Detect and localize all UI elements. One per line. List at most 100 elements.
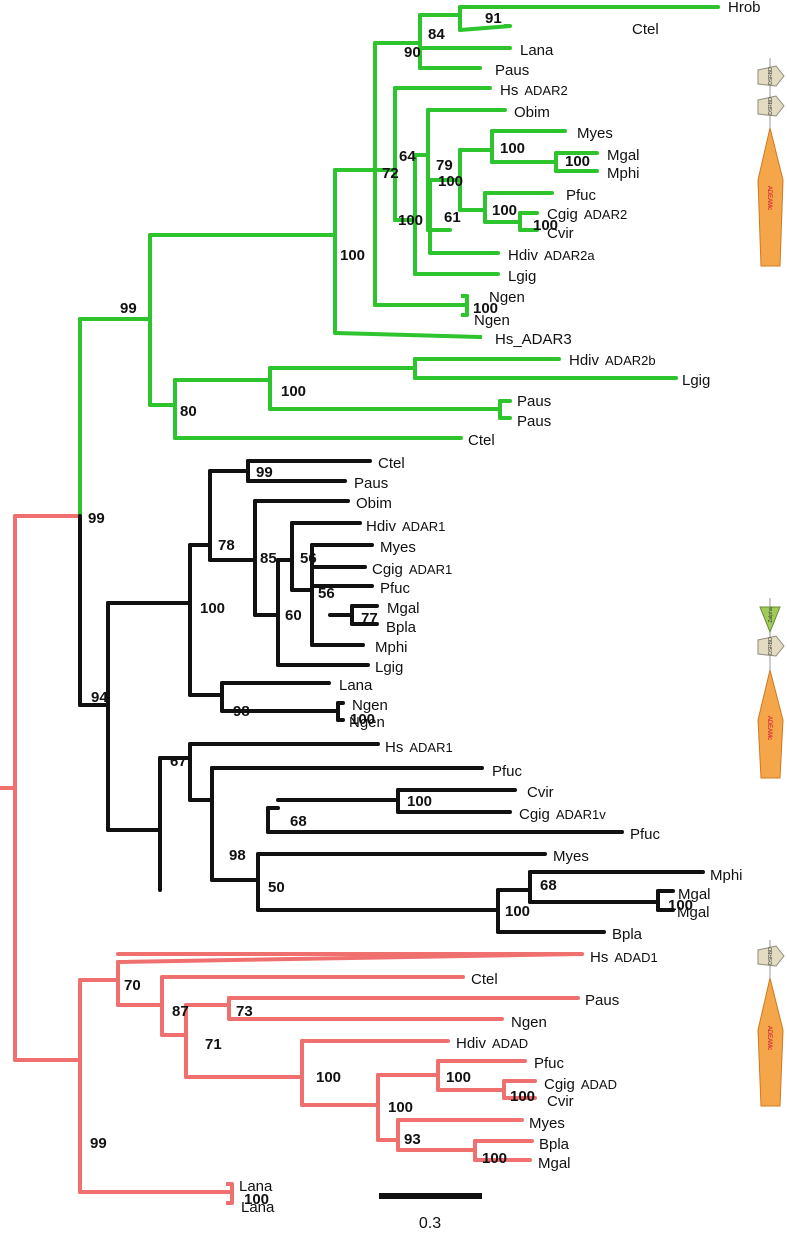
leaf-species: Lana xyxy=(339,677,373,694)
leaf-label: Ngen xyxy=(474,312,510,329)
bootstrap-value: 99 xyxy=(120,300,137,317)
leaf-label: Paus xyxy=(585,992,619,1009)
leaf-label: Ctel xyxy=(471,971,498,988)
bootstrap-value: 87 xyxy=(172,1003,189,1020)
leaf-label: Lgig xyxy=(375,659,403,676)
leaf-species: Hdiv xyxy=(569,352,600,369)
leaf-label: Cvir xyxy=(547,225,574,242)
leaf-species: Ngen xyxy=(352,697,388,714)
bootstrap-value: 100 xyxy=(407,793,432,810)
bootstrap-value: 100 xyxy=(281,383,306,400)
leaf-label: Ctel xyxy=(378,455,405,472)
leaf-label: Ngen xyxy=(352,697,388,714)
leaf-species: Hs xyxy=(590,949,608,966)
adeamc-domain-icon xyxy=(757,669,784,779)
leaf-species: Mgal xyxy=(678,886,711,903)
leaf-gene-name: ADAR1 xyxy=(409,740,452,755)
zalpha-domain-icon xyxy=(759,606,781,634)
leaf-label: Mgal xyxy=(677,904,710,921)
dsrbd-domain-icon xyxy=(757,635,785,657)
leaf-gene-name: ADAR2 xyxy=(524,83,567,98)
leaf-label: Myes xyxy=(577,125,613,142)
bootstrap-value: 100 xyxy=(340,247,365,264)
leaf-species: Ngen xyxy=(349,714,385,731)
leaf-label: Mgal xyxy=(607,147,640,164)
leaf-species: Lgig xyxy=(682,372,710,389)
leaf-label: Ngen xyxy=(349,714,385,731)
bootstrap-value: 100 xyxy=(510,1088,535,1105)
leaf-species: Lgig xyxy=(375,659,403,676)
leaf-gene-name: ADAR2 xyxy=(584,207,627,222)
leaf-label: Pfuc xyxy=(492,763,523,780)
bootstrap-value: 100 xyxy=(316,1069,341,1086)
domain-architecture-adad: DSRBD ADEAMc xyxy=(757,940,785,1107)
leaf-species: Mphi xyxy=(375,639,408,656)
leaf-gene-name: ADAD xyxy=(581,1077,617,1092)
leaf-species: Cvir xyxy=(547,225,574,242)
leaf-species: Ctel xyxy=(471,971,498,988)
dsrbd-domain-icon xyxy=(757,95,785,117)
leaf-label: Cvir xyxy=(547,1093,574,1110)
leaf-species: Mgal xyxy=(538,1155,571,1172)
leaf-species: Obim xyxy=(514,104,550,121)
bootstrap-value: 100 xyxy=(505,903,530,920)
leaf-species: Lgig xyxy=(508,268,536,285)
bootstrap-value: 100 xyxy=(388,1099,413,1116)
bootstrap-value: 99 xyxy=(256,464,273,481)
leaf-species: Myes xyxy=(380,539,416,556)
leaf-species: Cvir xyxy=(547,1093,574,1110)
leaf-species: Hdiv xyxy=(508,247,539,264)
leaf-species: Hrob xyxy=(728,0,761,16)
leaf-species: Mgal xyxy=(387,600,420,617)
bootstrap-value: 56 xyxy=(300,550,317,567)
leaf-species: Bpla xyxy=(612,926,643,943)
leaf-species: Bpla xyxy=(539,1136,570,1153)
leaf-species: Cgig xyxy=(372,561,403,578)
leaf-species: Ctel xyxy=(632,21,659,38)
bootstrap-value: 70 xyxy=(124,977,141,994)
domain-architecture-adar2: DSRBD DSRBD ADEAMc xyxy=(757,58,785,267)
leaf-label: Pfuc xyxy=(380,580,411,597)
bootstrap-value: 100 xyxy=(446,1069,471,1086)
bootstrap-value: 85 xyxy=(260,550,277,567)
leaf-label: Lana xyxy=(339,677,373,694)
leaf-species: Myes xyxy=(529,1115,565,1132)
bootstrap-value: 68 xyxy=(290,813,307,830)
leaf-label: Myes xyxy=(529,1115,565,1132)
adeamc-domain-icon xyxy=(757,127,784,267)
leaf-species: Hdiv xyxy=(366,518,397,535)
leaf-species: Cgig xyxy=(519,806,550,823)
leaf-label: Mphi xyxy=(607,165,640,182)
leaf-label: Cvir xyxy=(527,784,554,801)
leaf-species: Pfuc xyxy=(630,826,661,843)
leaf-gene-name: ADAR1 xyxy=(402,519,445,534)
leaf-species: Ctel xyxy=(468,432,495,449)
leaf-label: Bpla xyxy=(386,619,417,636)
leaf-species: Ngen xyxy=(474,312,510,329)
leaf-species: Paus xyxy=(517,393,551,410)
bootstrap-value: 61 xyxy=(444,209,461,226)
bootstrap-value: 100 xyxy=(482,1150,507,1167)
leaf-label: Paus xyxy=(354,475,388,492)
leaf-label: Obim xyxy=(514,104,550,121)
bootstrap-value: 100 xyxy=(565,153,590,170)
leaf-label: Hdiv ADAR1 xyxy=(366,518,445,535)
leaf-gene-name: ADAR2a xyxy=(544,248,595,263)
dsrbd-label: DSRBD xyxy=(768,67,774,85)
adeamc-label: ADEAMc xyxy=(766,716,772,740)
leaf-species: Ngen xyxy=(511,1014,547,1031)
leaf-label: Ngen xyxy=(511,1014,547,1031)
leaf-species: Obim xyxy=(356,495,392,512)
leaf-species: Hdiv xyxy=(456,1035,487,1052)
bootstrap-value: 100 xyxy=(350,711,375,728)
bootstrap-value: 91 xyxy=(485,10,502,27)
domain-architecture-adar1: Zalpha DSRBD ADEAMc xyxy=(757,598,785,779)
leaf-species: Cgig xyxy=(544,1076,575,1093)
